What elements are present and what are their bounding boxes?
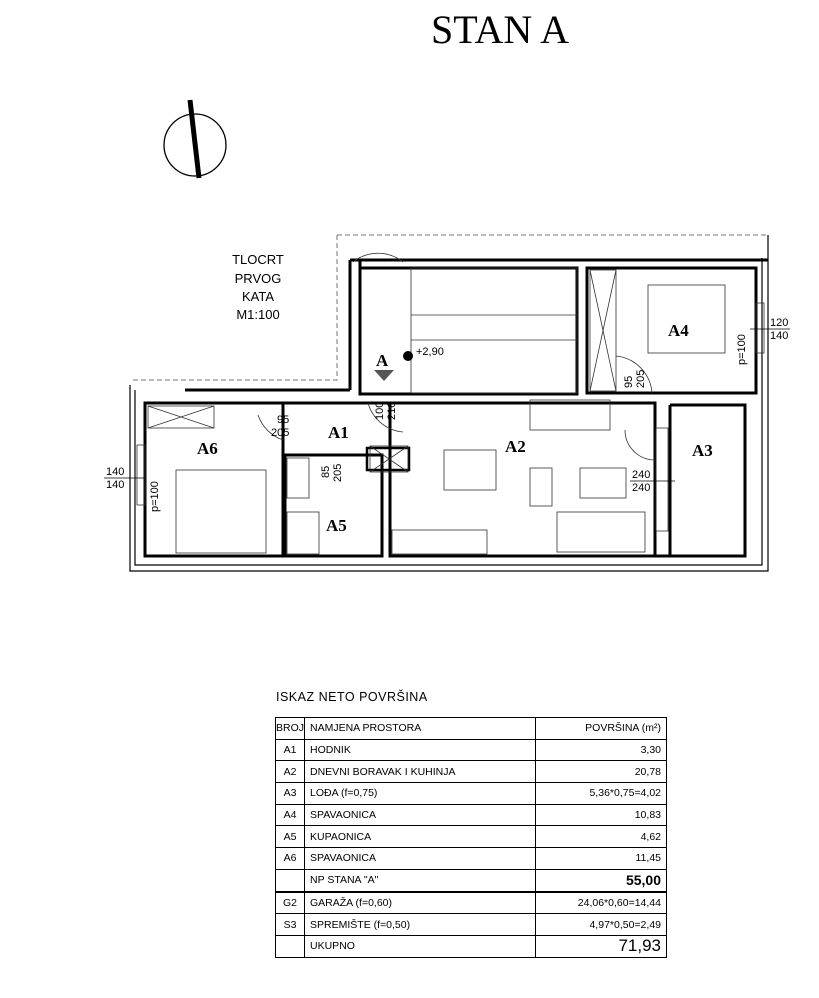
level-marker-icon — [403, 351, 413, 361]
dim-a6-door-h: 205 — [271, 427, 289, 439]
dim-balcony-door-h: 240 — [632, 482, 650, 494]
dim-a6-window-w: 140 — [106, 466, 124, 478]
dim-a4-door-w: 95 — [623, 376, 635, 388]
header-povrsina: POVRŠINA (m²) — [535, 717, 667, 740]
dim-balcony-door-w: 240 — [632, 469, 650, 481]
plan-caption-1: TLOCRT — [232, 252, 284, 267]
header-namjena: NAMJENA PROSTORA — [304, 717, 536, 740]
plan-caption-3: KATA — [242, 289, 274, 304]
dim-entry-door-w: 100 — [374, 402, 386, 420]
page-title: STAN A — [431, 7, 569, 52]
section-arrow-icon — [374, 370, 394, 381]
dim-a6-door-w: 95 — [277, 414, 289, 426]
room-a3: A3 — [692, 441, 713, 460]
floor-plan: TLOCRT PRVOG KATA M1:100 A +2,90 A6 A1 A… — [104, 99, 790, 572]
plan-caption-4: M1:100 — [236, 307, 279, 322]
dim-a4-window-h: 140 — [770, 330, 788, 342]
dim-a5-door-h: 205 — [332, 464, 344, 482]
subtotal-row: NP STANA "A"55,00 — [274, 868, 667, 893]
table-title: ISKAZ NETO POVRŠINA — [276, 690, 428, 704]
dim-a6-window-h: 140 — [106, 479, 124, 491]
dim-entry-door-h: 210 — [386, 402, 398, 420]
dim-a5-door-w: 85 — [320, 466, 332, 478]
plan-caption-2: PRVOG — [235, 271, 282, 286]
dim-a4-door-h: 205 — [635, 370, 647, 388]
room-a6: A6 — [197, 439, 218, 458]
dim-a6-sill: p=100 — [149, 481, 161, 512]
room-a5: A5 — [326, 516, 347, 535]
table-header: BROJ NAMJENA PROSTORA POVRŠINA (m²) — [274, 717, 667, 740]
room-a2: A2 — [505, 437, 526, 456]
room-a1: A1 — [328, 423, 349, 442]
level-label: +2,90 — [416, 346, 444, 358]
dashed-outline — [130, 234, 768, 381]
dim-a4-window-w: 120 — [770, 317, 788, 329]
header-broj: BROJ — [274, 717, 306, 740]
north-arrow-icon — [163, 99, 227, 179]
dim-a4-sill: p=100 — [736, 334, 748, 365]
section-mark: A — [376, 351, 389, 370]
fixtures — [136, 252, 765, 555]
room-a4: A4 — [668, 321, 689, 340]
